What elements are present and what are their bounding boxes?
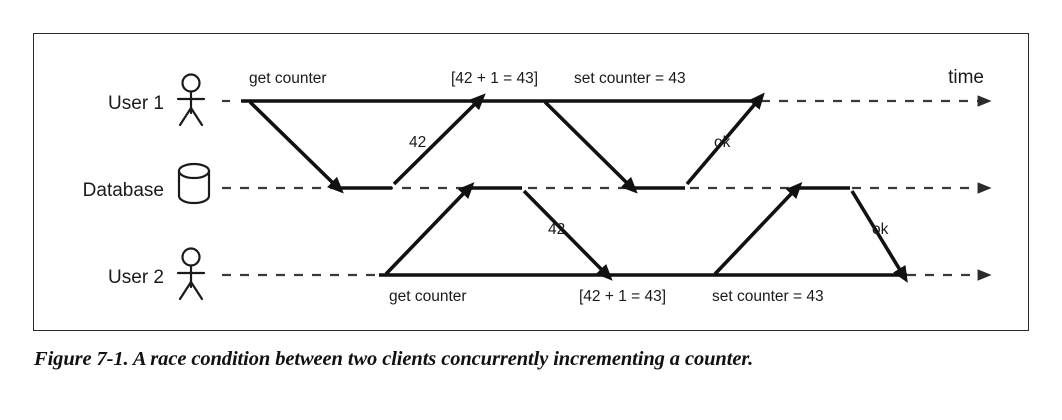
message-label-u1-get-counter: get counter [249,70,327,87]
message-arrow-u2-set-counter [713,182,803,276]
message-arrow-u1-ok [685,92,765,186]
message-label-u1-compute: [42 + 1 = 43] [451,70,538,87]
lane-label-user2: User 2 [108,267,164,288]
message-arrow-u1-set-counter [543,100,638,194]
message-label-u2-ok: ok [872,221,889,238]
race-condition-sequence-diagram: User 1 Database User 2 [83,67,992,305]
message-label-u2-compute: [42 + 1 = 43] [579,288,666,305]
message-arrow-u1-get-counter [248,100,344,194]
message-arrow-u2-return-42 [522,189,613,281]
message-label-u1-ok: ok [714,134,731,151]
message-arrow-u2-get-counter [384,182,475,276]
message-arrow-u2-ok [850,190,908,283]
lane-label-user1: User 1 [108,93,164,114]
figure-caption: Figure 7-1. A race condition between two… [34,348,754,370]
message-label-u2-value-42: 42 [548,221,565,238]
database-cylinder-icon [177,162,211,205]
stick-figure-icon-user1 [176,73,206,127]
message-label-u2-set-counter: set counter = 43 [712,288,824,305]
message-label-u1-set-counter: set counter = 43 [574,70,686,87]
figure-frame: User 1 Database User 2 [33,33,1029,331]
message-label-u1-value-42: 42 [409,134,426,151]
lane-label-database: Database [83,180,164,201]
stick-figure-icon-user2 [176,247,206,301]
message-label-u2-get-counter: get counter [389,288,467,305]
time-axis-label: time [948,67,984,88]
message-arrow-u1-return-42 [392,93,486,186]
